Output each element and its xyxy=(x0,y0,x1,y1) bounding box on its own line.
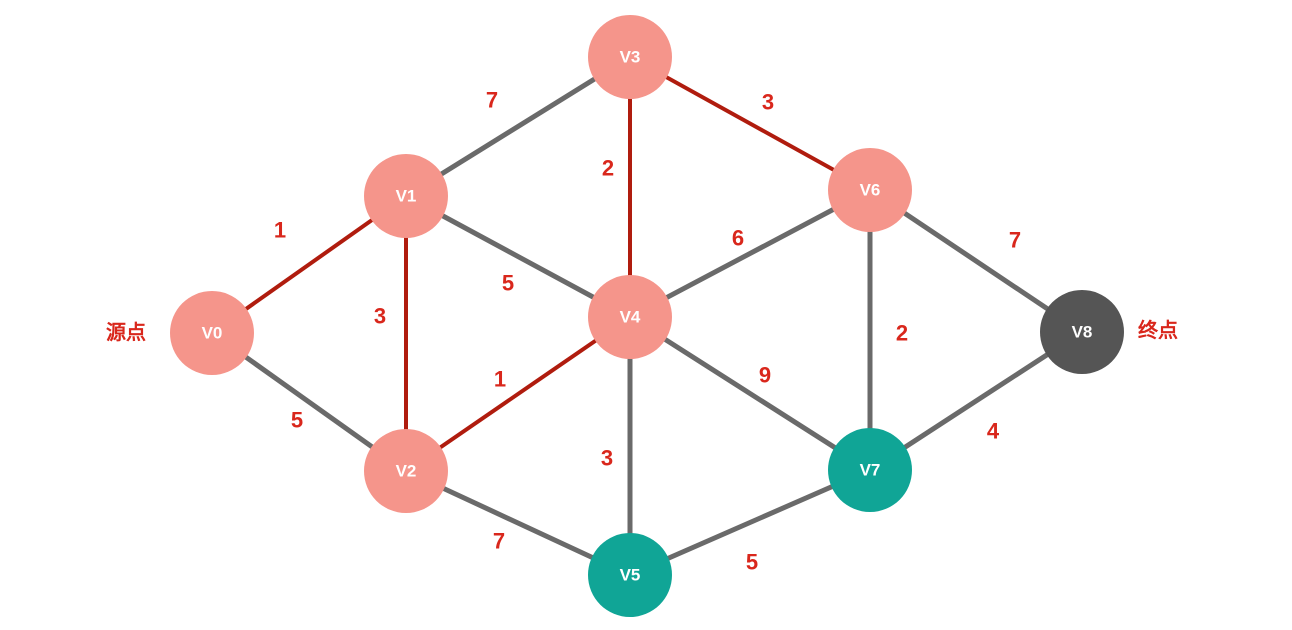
node-circle-v5 xyxy=(588,533,672,617)
target-label: 终点 xyxy=(1138,318,1178,342)
node-circle-v0 xyxy=(170,291,254,375)
edge-v4-v6 xyxy=(627,187,873,320)
edges-layer xyxy=(209,54,1085,578)
edge-weight-v2-v5: 7 xyxy=(493,529,505,554)
edge-weight-v5-v7: 5 xyxy=(746,550,758,575)
edge-weight-v4-v7: 9 xyxy=(759,363,771,388)
edge-weight-v4-v6: 6 xyxy=(732,226,744,251)
edge-v3-v6 xyxy=(628,55,872,192)
edge-v4-v7 xyxy=(627,314,873,473)
node-v6: V6 xyxy=(828,148,912,232)
node-circle-v4 xyxy=(588,275,672,359)
edge-weight-v1-v4: 5 xyxy=(502,271,514,296)
edge-weight-v6-v8: 7 xyxy=(1009,228,1021,253)
edge-weight-v7-v8: 4 xyxy=(987,419,1000,444)
edge-weight-v1-v2: 3 xyxy=(374,304,386,329)
node-v2: V2 xyxy=(364,429,448,513)
node-v8: V8 xyxy=(1040,290,1124,374)
node-v7: V7 xyxy=(828,428,912,512)
node-label-v7: V7 xyxy=(860,461,881,480)
node-circle-v8 xyxy=(1040,290,1124,374)
edge-v7-v8 xyxy=(867,329,1085,473)
edge-v6-v8 xyxy=(867,187,1085,335)
node-label-v4: V4 xyxy=(620,308,641,327)
edge-v2-v4 xyxy=(404,315,632,473)
node-label-v6: V6 xyxy=(860,181,881,200)
edge-v1-v3 xyxy=(403,54,633,199)
edge-weight-v0-v2: 5 xyxy=(291,408,303,433)
node-label-v1: V1 xyxy=(396,187,417,206)
edge-weight-v3-v4: 2 xyxy=(602,156,614,181)
node-circle-v2 xyxy=(364,429,448,513)
edge-weight-v2-v4: 1 xyxy=(494,367,506,392)
edge-weight-v6-v7: 2 xyxy=(896,321,908,346)
node-circle-v1 xyxy=(364,154,448,238)
edge-v1-v4 xyxy=(403,193,633,320)
node-label-v8: V8 xyxy=(1072,323,1093,342)
edge-weight-v1-v3: 7 xyxy=(486,88,498,113)
edge-weight-v4-v5: 3 xyxy=(601,446,613,471)
node-v0: V0 xyxy=(170,291,254,375)
node-label-v5: V5 xyxy=(620,566,641,585)
node-v5: V5 xyxy=(588,533,672,617)
node-circle-v6 xyxy=(828,148,912,232)
node-circle-v7 xyxy=(828,428,912,512)
node-label-v3: V3 xyxy=(620,48,641,67)
edge-weight-v0-v1: 1 xyxy=(274,218,286,243)
node-v4: V4 xyxy=(588,275,672,359)
node-v3: V3 xyxy=(588,15,672,99)
source-label: 源点 xyxy=(106,320,146,344)
node-label-v2: V2 xyxy=(396,462,417,481)
edge-weight-v3-v6: 3 xyxy=(762,90,774,115)
edge-v5-v7 xyxy=(627,467,873,578)
node-circle-v3 xyxy=(588,15,672,99)
node-label-v0: V0 xyxy=(202,324,223,343)
edge-weights-layer: 1 5 3 7 5 1 7 2 3 3 6 9 5 2 7 4 xyxy=(274,88,1021,575)
node-v1: V1 xyxy=(364,154,448,238)
